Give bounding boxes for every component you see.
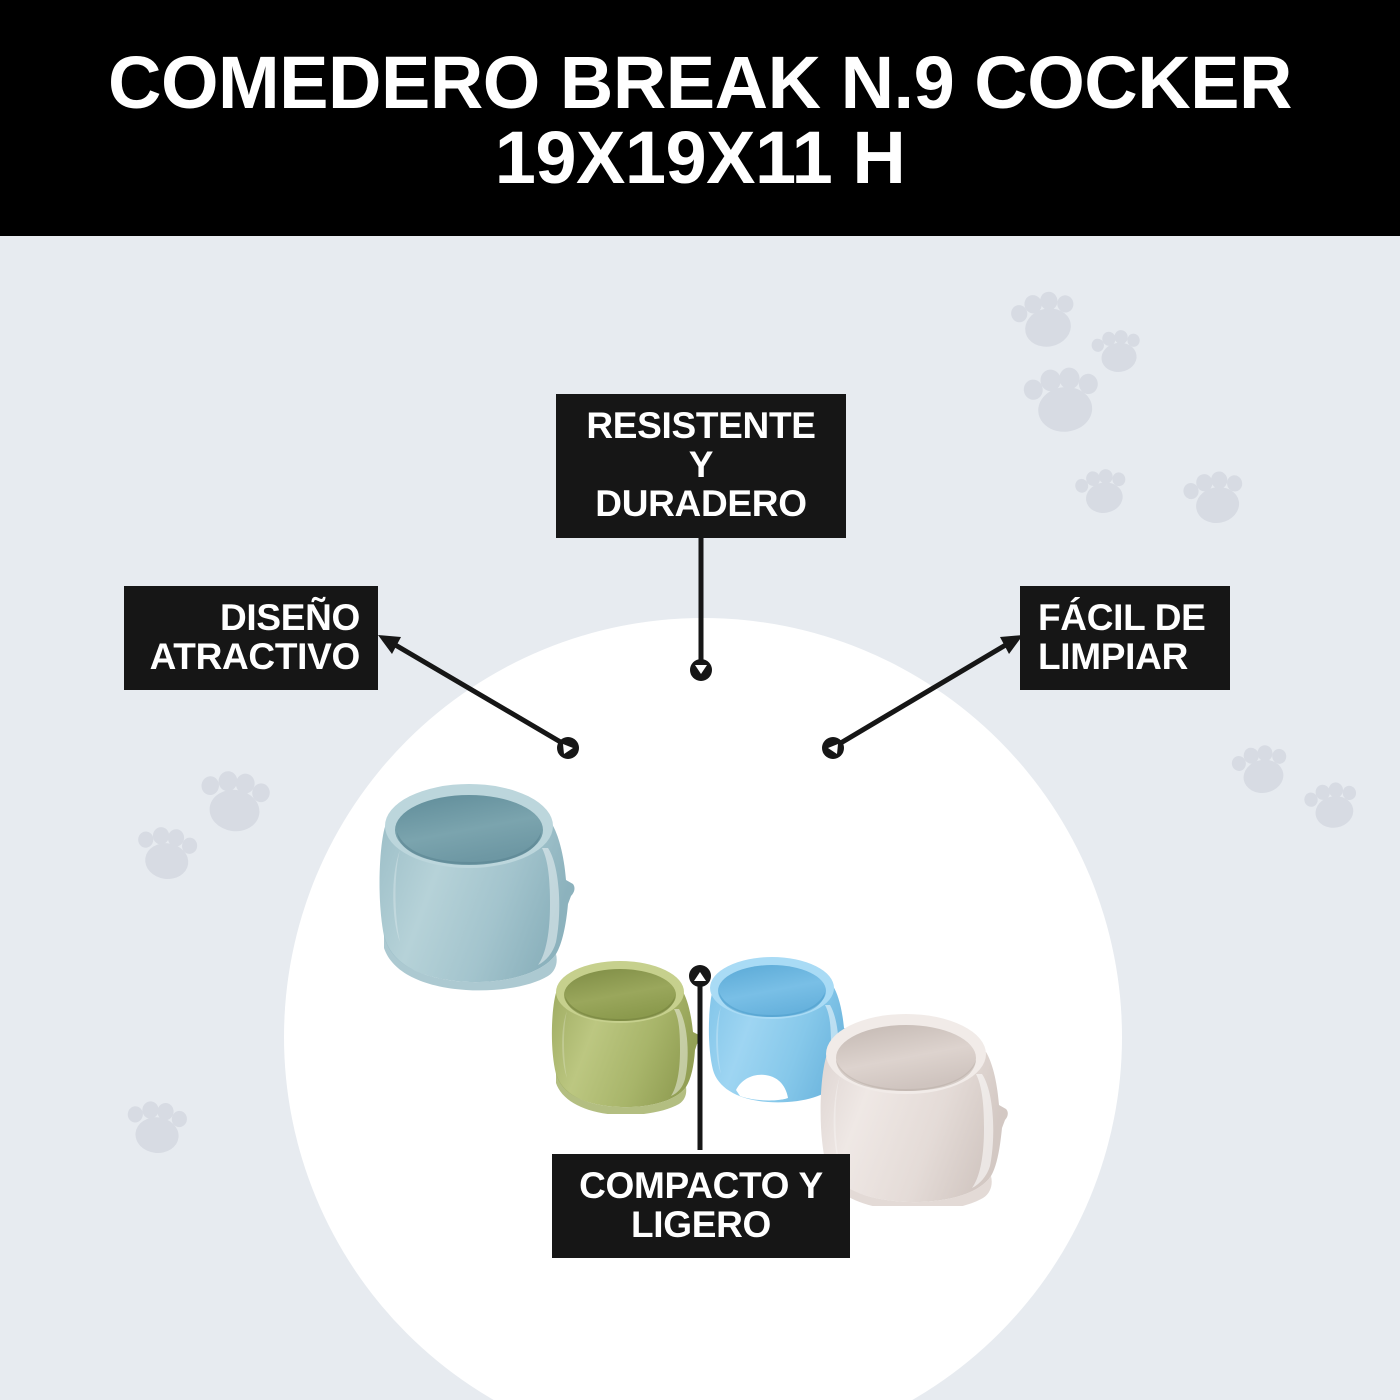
callout-compacto-y-ligero[interactable]: COMPACTO Y LIGERO	[552, 1154, 850, 1259]
callout-facil-de-limpiar[interactable]: FÁCIL DE LIMPIAR	[1020, 586, 1230, 691]
callout-resistente-y-duradero[interactable]: RESISTENTE Y DURADERO	[556, 394, 846, 538]
paw-print-icon	[1018, 356, 1109, 440]
paw-print-icon	[122, 1092, 195, 1159]
product-bowl-green	[545, 954, 720, 1114]
page-title: COMEDERO BREAK N.9 COCKER 19X19X11 H	[108, 40, 1292, 199]
paw-print-icon	[193, 760, 279, 840]
paw-print-icon	[1070, 460, 1135, 521]
paw-print-icon	[1004, 279, 1087, 357]
callout-diseno-atractivo[interactable]: DISEÑO ATRACTIVO	[124, 586, 378, 691]
paw-print-icon	[1178, 460, 1254, 531]
paw-print-icon	[1227, 735, 1298, 801]
product-bowl-teal	[370, 776, 600, 996]
paw-print-icon	[131, 817, 206, 886]
product-bowl-beige	[808, 1006, 1026, 1206]
header-banner: COMEDERO BREAK N.9 COCKER 19X19X11 H	[0, 0, 1400, 236]
product-bowl-blue	[700, 950, 878, 1112]
paw-print-icon	[1299, 773, 1366, 836]
